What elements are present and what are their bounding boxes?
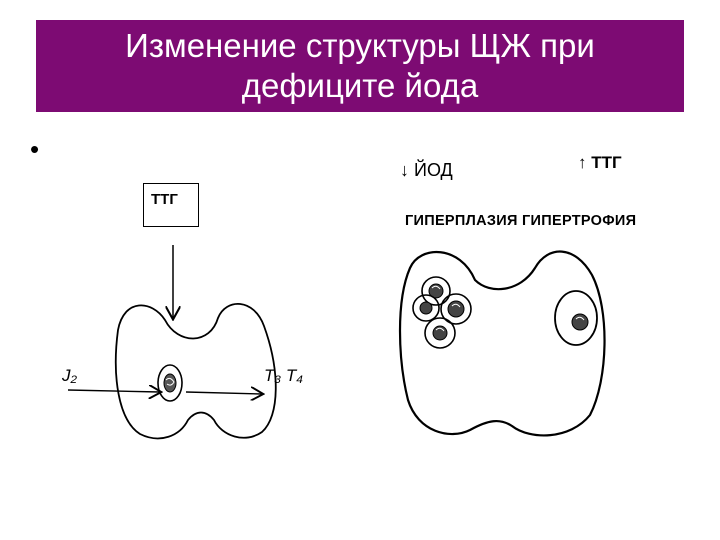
iodine-in-arrow <box>67 390 160 392</box>
normal-follicle <box>157 364 183 402</box>
hormones-out-arrow <box>185 392 262 394</box>
ttg-box: ТТГ <box>143 183 199 227</box>
bullet-point: • <box>30 134 40 164</box>
iodine-decrease-label: ↓ ЙОД <box>400 160 453 180</box>
ttg-increase-label: ↑ ТТГ <box>578 153 622 172</box>
hyperplasia-hypertrophy-label: ГИПЕРПЛАЗИЯ ГИПЕРТРОФИЯ <box>405 213 637 229</box>
title-banner: Изменение структуры ЩЖ при дефиците йода <box>36 20 684 112</box>
iodine-input-label: J₂ <box>62 366 77 385</box>
normal-follicle-nucleus <box>163 373 177 393</box>
hyperplasia-follicle-cluster <box>412 276 472 349</box>
hypertrophy-follicle <box>554 290 598 346</box>
title-line-1: Изменение структуры ЩЖ при <box>125 27 595 64</box>
hormones-output-label: T₃ T₄ <box>264 366 304 385</box>
normal-thyroid-outline <box>114 302 277 440</box>
enlarged-thyroid-outline <box>398 250 606 437</box>
title-line-2: дефиците йода <box>241 67 479 104</box>
